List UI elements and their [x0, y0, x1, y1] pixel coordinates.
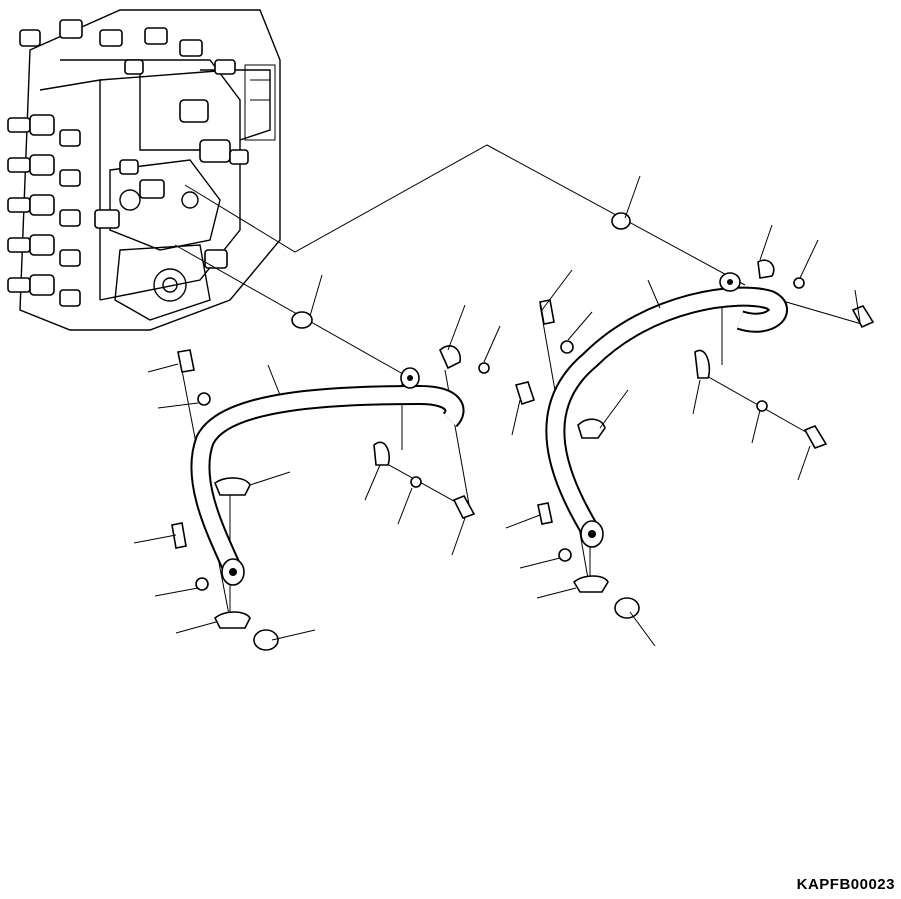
control-valve-icon [7, 9, 281, 331]
hose-right [545, 272, 788, 548]
leader-lines [133, 175, 861, 647]
hose-left [190, 367, 465, 586]
drawing-code-label: KAPFB00023 [796, 876, 895, 893]
split-flange-icon [213, 259, 775, 629]
bolt-icon [171, 299, 875, 549]
washer-icon [195, 277, 805, 591]
